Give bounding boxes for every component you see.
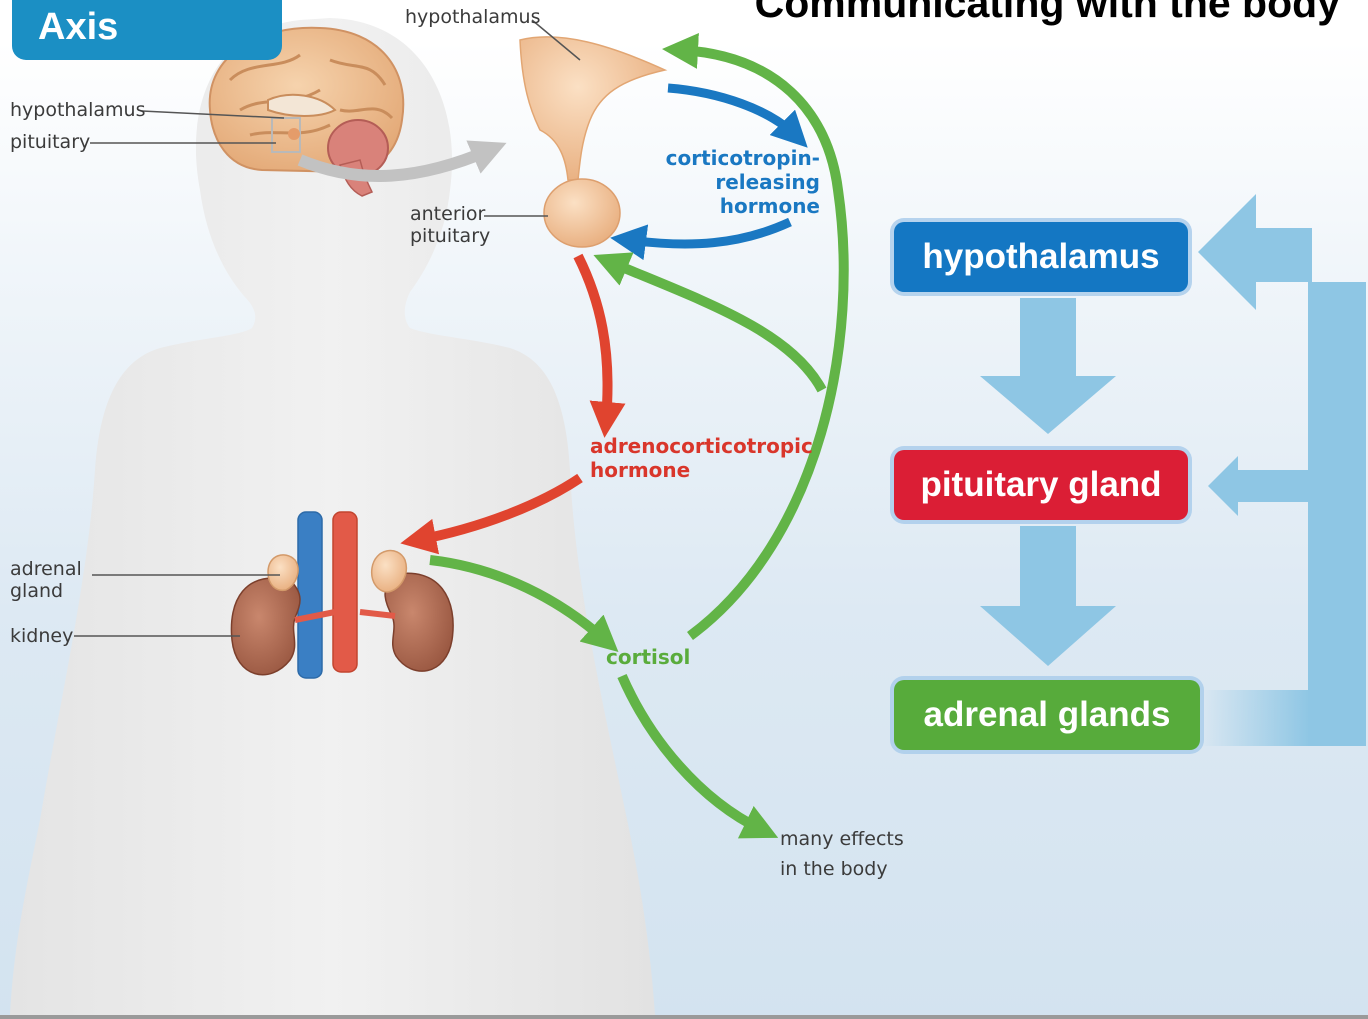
label-hypothalamus-top: hypothalamus — [405, 6, 540, 28]
label-hypothalamus-body: hypothalamus — [10, 99, 145, 121]
crh-arrow-out — [668, 88, 795, 135]
label-pituitary-body: pituitary — [10, 131, 90, 153]
acth-arrow-down — [578, 256, 608, 420]
label-cortisol: cortisol — [606, 646, 690, 668]
effects-arrow — [622, 676, 762, 830]
label-adrenal-gland: adrenal gland — [10, 558, 82, 602]
label-crh: corticotropin- releasing hormone — [666, 146, 820, 218]
flowchart-pituitary-box: pituitary gland — [894, 450, 1188, 520]
crh-arrow-in — [628, 222, 790, 244]
label-kidney: kidney — [10, 625, 73, 647]
label-anterior-pituitary: anterior pituitary — [410, 203, 490, 247]
bottom-divider — [0, 1015, 1368, 1019]
flowchart-adrenal-box: adrenal glands — [894, 680, 1200, 750]
flowchart-hypothalamus-box: hypothalamus — [894, 222, 1188, 292]
label-acth: adrenocorticotropic hormone — [590, 434, 813, 482]
feedback-arrow-hypothalamus — [680, 50, 844, 636]
axis-badge: Axis — [12, 0, 282, 60]
page-title: Communicating with the body — [755, 0, 1340, 27]
label-many-effects: many effects in the body — [780, 824, 904, 884]
axis-badge-text: Axis — [38, 6, 118, 48]
feedback-arrow-pituitary — [610, 262, 822, 390]
